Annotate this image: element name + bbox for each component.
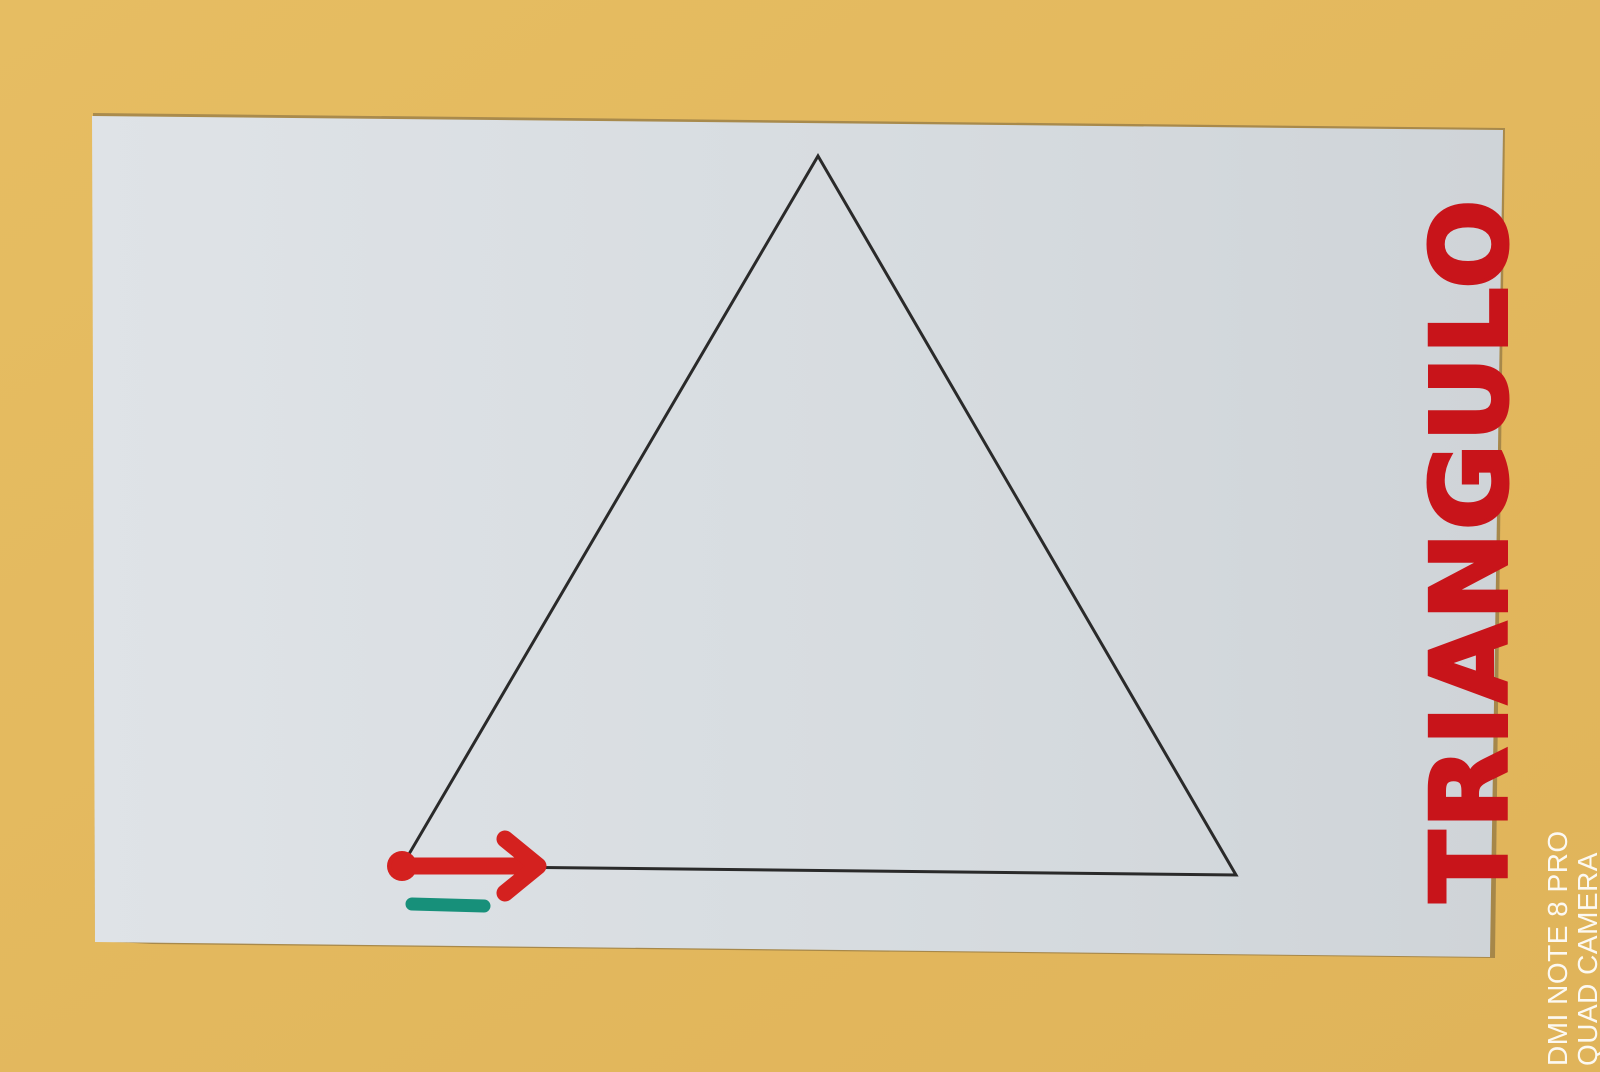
camera-watermark-line1: DMI NOTE 8 PRO (1542, 830, 1573, 1066)
start-arrow (387, 830, 547, 902)
paper-card (92, 116, 1503, 957)
camera-watermark-line2: QUAD CAMERA (1572, 852, 1600, 1066)
underline-mark (405, 897, 491, 913)
triangle-outline (399, 153, 1239, 877)
card-title: TRIANGULO (1407, 195, 1533, 904)
